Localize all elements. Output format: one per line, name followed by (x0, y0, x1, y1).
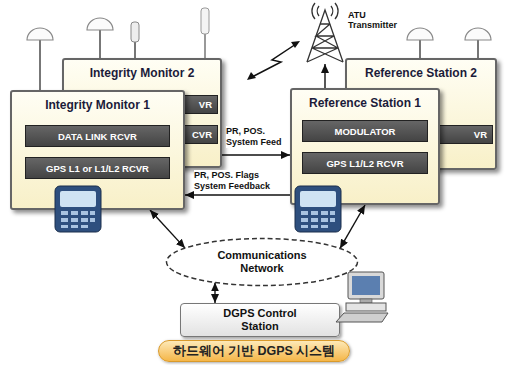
radio-link (247, 41, 300, 80)
handheld-body (55, 186, 101, 232)
lightning-head (247, 72, 256, 80)
antenna-mast (99, 30, 101, 60)
antenna-mast (39, 40, 41, 92)
antenna-mast (419, 40, 421, 60)
tower-braces (307, 24, 343, 62)
receiver-module: DATA LINK RCVR (25, 125, 170, 147)
node-label: ATU Transmitter (348, 10, 408, 31)
handheld-keys (61, 211, 95, 228)
network-ellipse: Communications Network (165, 237, 359, 287)
handheld-keys (301, 211, 335, 228)
handheld-screen (300, 191, 336, 207)
monitor (348, 272, 384, 299)
integrity-monitor-box: Integrity Monitor 1 DATA LINK RCVR GPS L1 … (10, 90, 185, 210)
antenna-whip (201, 8, 209, 34)
node-label: MODULATOR (335, 126, 396, 137)
receiver-module: GPS L1/L2 RCVR (302, 152, 428, 174)
receiver-module: GPS L1 or L1/L2 RCVR (25, 157, 170, 179)
box-title: Integrity Monitor 2 (90, 66, 195, 80)
node-label: DATA LINK RCVR (58, 131, 137, 142)
box-title: Reference Station 1 (309, 96, 421, 110)
handheld-receiver (55, 186, 101, 232)
node-label: VR (199, 99, 212, 110)
node-label: CVR (192, 129, 212, 140)
antenna-whip (131, 22, 139, 42)
node-label: DGPS Control Station (210, 307, 310, 332)
node-label: VR (474, 129, 487, 140)
node-label: GPS L1/L2 RCVR (326, 158, 403, 169)
ellipse-outline (167, 239, 358, 286)
gps-dome (465, 28, 491, 40)
box-title: Integrity Monitor 1 (45, 98, 150, 112)
antenna-mast (477, 40, 479, 60)
lightning-head (291, 41, 300, 48)
handheld-body (295, 186, 341, 232)
reference-station-box: Reference Station 1 MODULATOR GPS L1/L2 RC… (290, 88, 440, 205)
monitor-stand (360, 299, 372, 303)
gps-domes (27, 18, 491, 40)
monitor-screen (352, 276, 380, 295)
edge-label: PR, POS. Flags System Feedback (194, 170, 288, 192)
handheld-receiver (295, 186, 341, 232)
edge-label: PR, POS. System Feed (226, 126, 288, 148)
computer-case (346, 303, 386, 311)
caption-pill: 하드웨어 기반 DGPS 시스템 (158, 340, 350, 362)
handheld-screen (60, 191, 96, 207)
box-title: Reference Station 2 (365, 66, 477, 80)
gps-dome (27, 28, 53, 40)
data-link-arrow (214, 282, 215, 303)
radio-waves (312, 3, 338, 19)
keyboard (336, 313, 388, 322)
transmitter-node: ATU Transmitter (290, 2, 416, 64)
gps-dome (87, 18, 113, 30)
data-link-arrow (324, 64, 325, 88)
node-label: GPS L1 or L1/L2 RCVR (46, 163, 149, 174)
atu-tower (307, 3, 343, 62)
node-label: Communications Network (202, 249, 322, 275)
modulator-module: MODULATOR (302, 120, 428, 142)
computer-icon (336, 272, 388, 322)
data-link-arrow (340, 205, 365, 248)
data-link-arrow (150, 210, 185, 248)
caption-text: 하드웨어 기반 DGPS 시스템 (173, 343, 336, 360)
antenna-mast (134, 40, 136, 60)
gps-dome (407, 28, 433, 40)
data-link-arrow (185, 194, 290, 195)
lightning-link (252, 44, 296, 77)
control-station-box: DGPS Control Station (180, 303, 340, 337)
tower-legs (307, 10, 343, 62)
